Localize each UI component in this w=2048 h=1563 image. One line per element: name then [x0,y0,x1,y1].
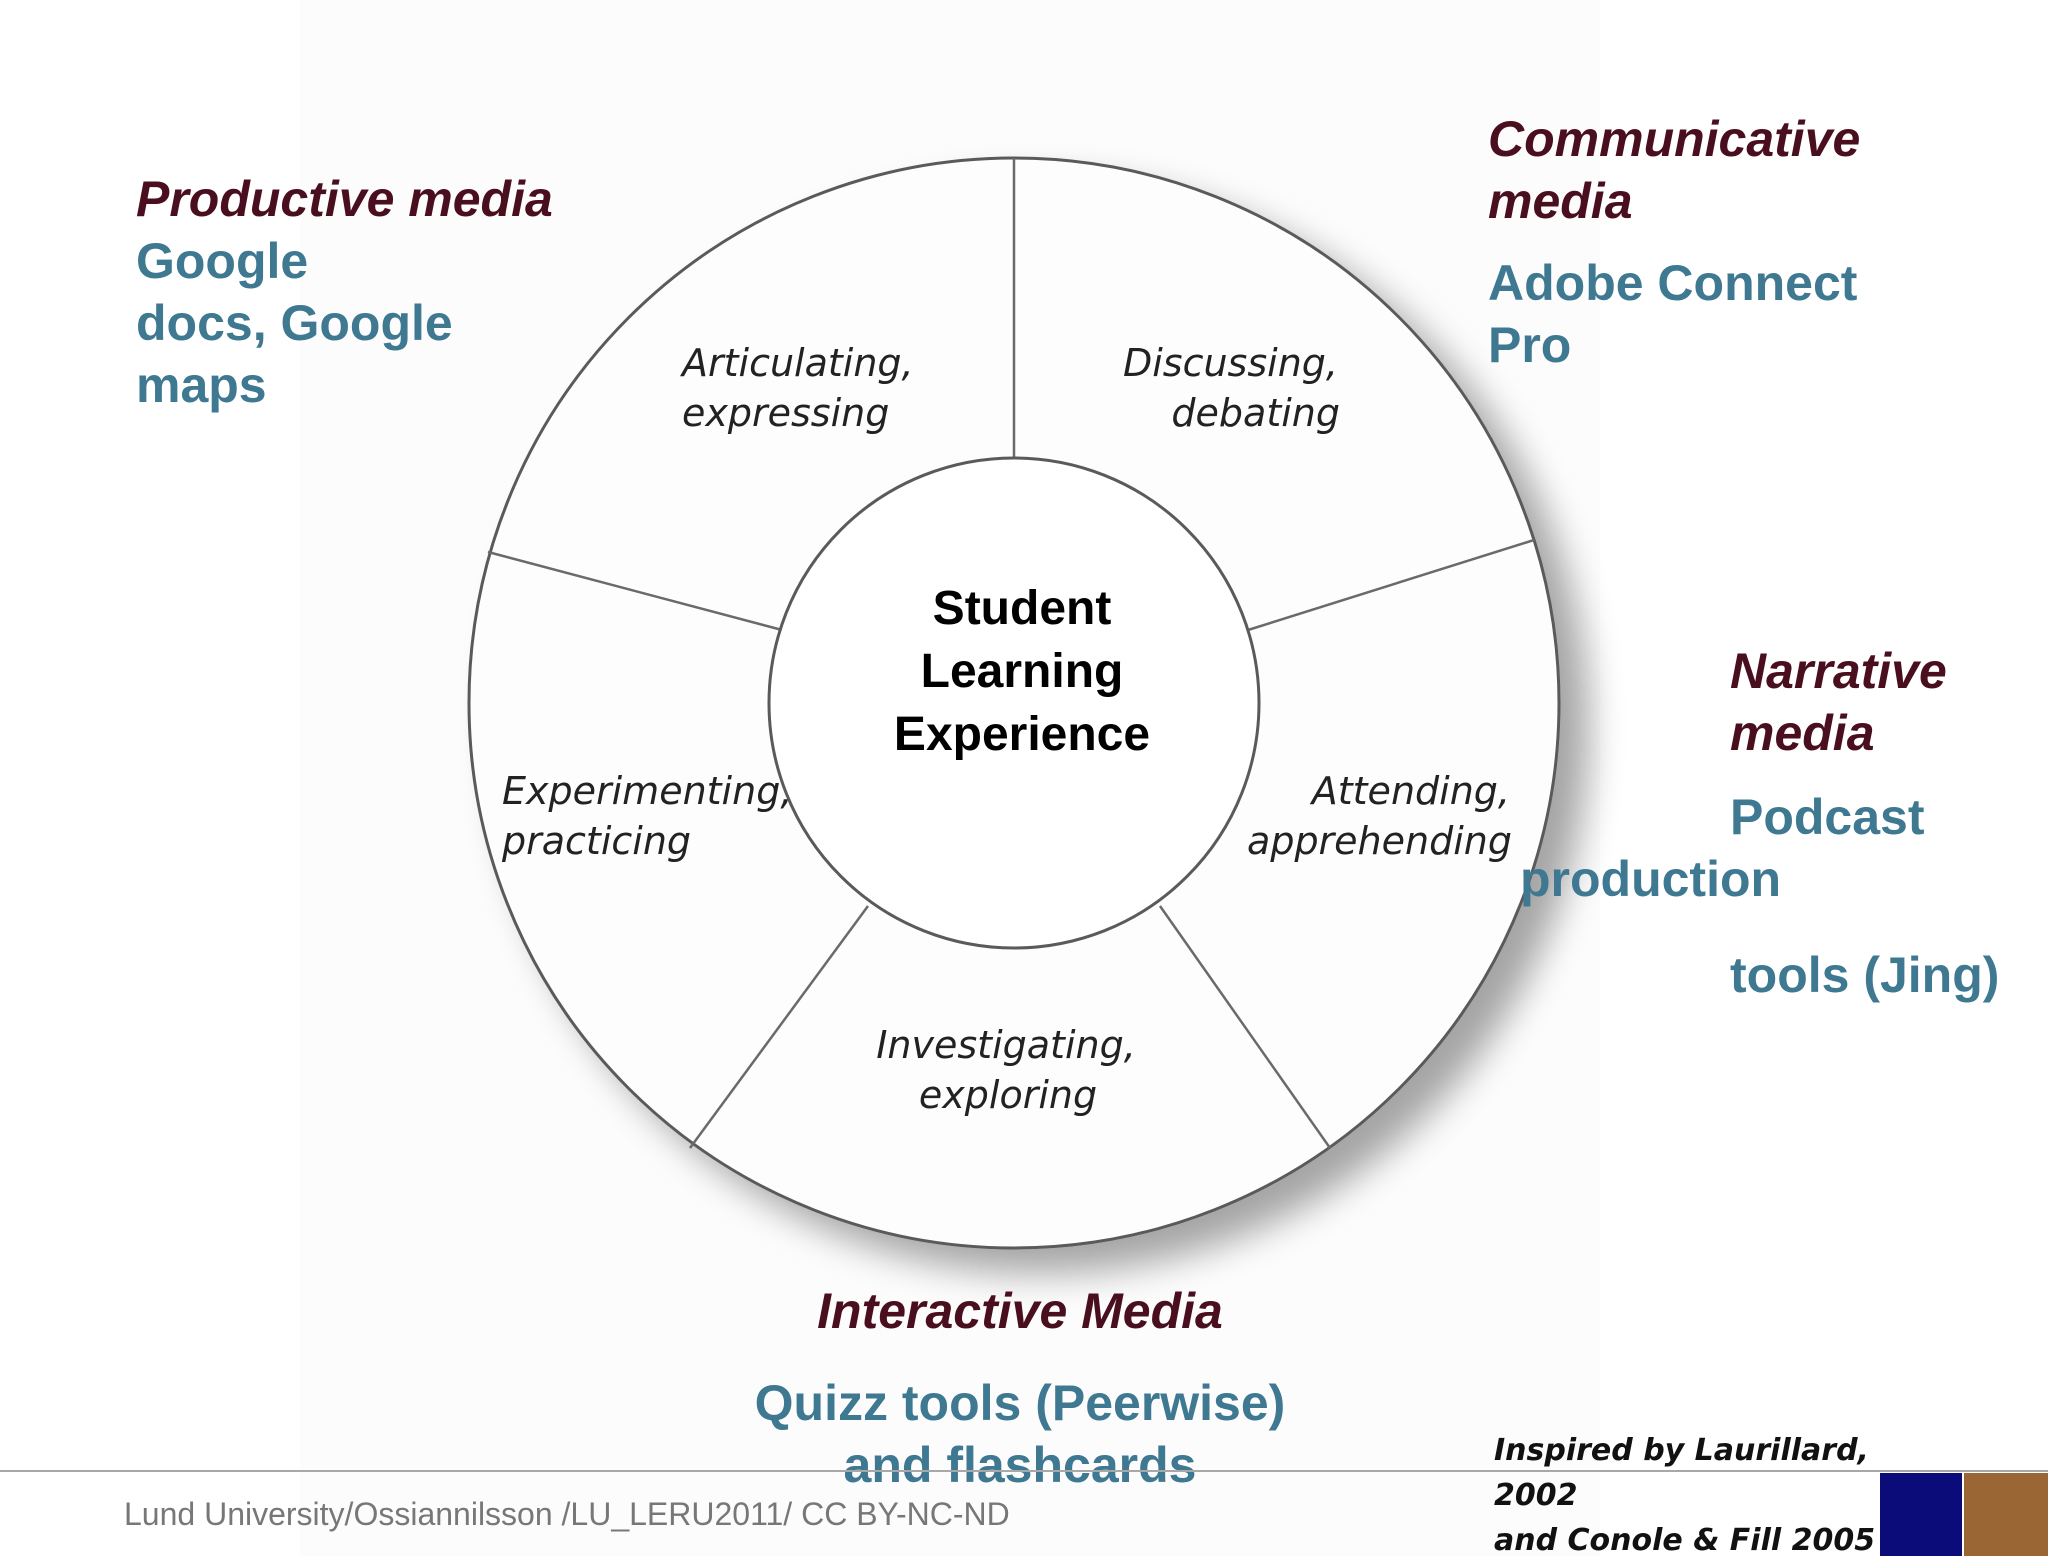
productive-tool-line: docs, Google [136,295,453,351]
divider-bottom-right [1158,905,1332,1149]
productive-tool-line: Google [136,233,309,289]
interactive-media-block: Interactive Media Quizz tools (Peerwise)… [620,1280,1420,1496]
interactive-tool-line: Quizz tools (Peerwise) [754,1375,1286,1431]
segment-investigating: Investigating, exploring [876,1023,1136,1117]
segment-label-line: practicing [501,819,691,863]
inner-circle [767,456,1261,950]
footer-source: Lund University/Ossiannilsson /LU_LERU20… [124,1496,1010,1532]
narrative-tool-line: Podcast [1730,789,1925,845]
credit-line: Inspired by Laurillard, 2002 [1494,1433,1869,1513]
center-label: Student Learning Experience [894,582,1150,761]
segment-label-line: debating [1171,391,1340,435]
narrative-tool-line: production [1520,851,1782,907]
segment-label-line: Investigating, [876,1023,1136,1067]
segment-label-line: Articulating, [679,341,914,385]
center-line-1: Student [933,582,1112,635]
communicative-tool-line: Adobe Connect [1488,255,1858,311]
productive-tool-line: maps [136,357,267,413]
credit-line: and Conole & Fill 2005 [1494,1523,1876,1558]
narrative-media-heading: Narrative [1730,643,1947,699]
segment-label-line: apprehending [1247,819,1512,863]
segment-articulating: Articulating, expressing [679,341,914,435]
brand-swatch-navy [1880,1473,1962,1556]
brand-swatch-brown [1964,1473,2048,1556]
citation-credit: Inspired by Laurillard, 2002 and Conole … [1494,1428,1894,1563]
communicative-media-heading: media [1488,173,1633,229]
segment-label-line: exploring [919,1073,1097,1117]
interactive-tool-line: and flashcards [843,1437,1197,1493]
divider-left [487,550,783,632]
interactive-media-heading: Interactive Media [817,1283,1223,1339]
segment-label-line: Experimenting, [502,769,792,813]
segment-attending: Attending, apprehending [1247,769,1512,863]
divider-right [1247,538,1535,632]
productive-media-heading: Productive media [136,171,553,227]
divider-bottom-left [688,905,870,1149]
communicative-media-block: Communicative media Adobe Connect Pro [1488,108,1988,376]
narrative-tool-line: tools (Jing) [1730,947,2000,1003]
segment-label-line: Attending, [1309,769,1510,813]
segment-label-line: Discussing, [1123,341,1338,385]
footer-divider [0,1470,2048,1472]
center-line-2: Learning [921,645,1124,698]
communicative-tool-line: Pro [1488,317,1572,373]
narrative-media-block: Narrative media Podcast production tools… [1520,640,2040,1006]
segment-discussing: Discussing, debating [1123,341,1340,435]
narrative-media-heading: media [1730,705,1875,761]
segment-experimenting: Experimenting, practicing [501,769,792,863]
segment-label-line: expressing [682,391,889,435]
communicative-media-heading: Communicative [1488,111,1861,167]
productive-media-block: Productive media Google docs, Google map… [136,168,606,416]
center-line-3: Experience [894,708,1150,761]
